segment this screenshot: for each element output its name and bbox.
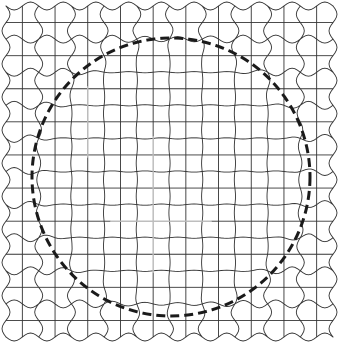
outer-wavy-grid: [2, 2, 337, 341]
highlighted-grid-lines: [88, 87, 211, 272]
